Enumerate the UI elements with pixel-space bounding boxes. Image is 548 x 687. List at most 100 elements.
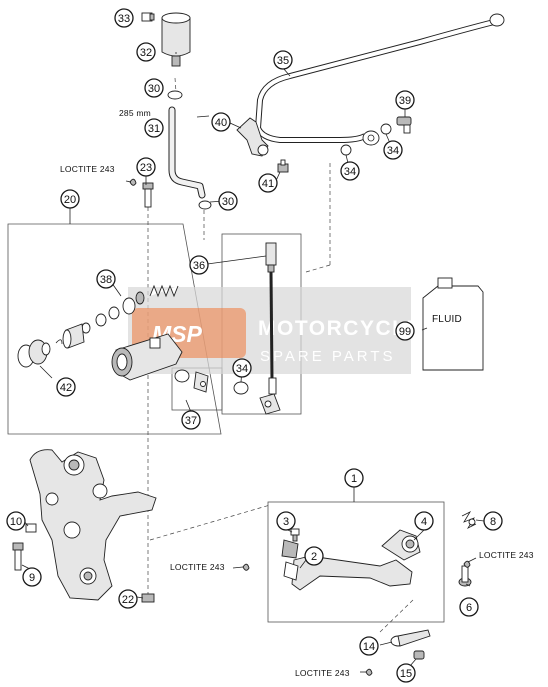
hose-clamp-upper: [167, 90, 183, 100]
callout-9[interactable]: 9: [22, 567, 42, 587]
callout-14[interactable]: 14: [359, 636, 379, 656]
callout-8[interactable]: 8: [483, 511, 503, 531]
callout-37[interactable]: 37: [181, 410, 201, 430]
return-spring: [461, 511, 477, 529]
svg-text:15: 15: [400, 668, 412, 680]
callout-20[interactable]: 20: [60, 189, 80, 209]
loctite-note-top: LOCTITE 243: [60, 164, 115, 174]
svg-text:10: 10: [10, 516, 22, 528]
loctite-drop-top: [129, 178, 137, 186]
push-rod: [259, 242, 281, 415]
loctite-drop-right: [463, 560, 471, 568]
pedal-bushing: [390, 629, 431, 647]
callout-22[interactable]: 22: [118, 589, 138, 609]
callout-23[interactable]: 23: [136, 157, 156, 177]
callout-35[interactable]: 35: [273, 50, 293, 70]
bracket-nut: [141, 593, 155, 603]
callout-4[interactable]: 4: [414, 511, 434, 531]
svg-text:4: 4: [421, 516, 427, 528]
callout-41[interactable]: 41: [258, 173, 278, 193]
svg-text:39: 39: [399, 95, 411, 107]
footrest-bracket: [29, 449, 157, 601]
loctite-drop-bottom: [365, 668, 373, 676]
master-cylinder-body: [111, 333, 183, 381]
banjo-fitting: [236, 117, 269, 157]
svg-text:23: 23: [140, 162, 152, 174]
spring: [149, 284, 179, 298]
brake-pedal: [281, 529, 421, 591]
loctite-note-mid: LOCTITE 243: [170, 562, 225, 572]
callout-15[interactable]: 15: [396, 663, 416, 683]
reservoir-body: [161, 17, 191, 57]
sealing-washer-lower: [233, 381, 249, 395]
guide-line-pedal-link: [149, 504, 271, 541]
svg-text:20: 20: [64, 194, 76, 206]
svg-text:36: 36: [193, 260, 205, 272]
callout-34-lower[interactable]: 34: [232, 358, 252, 378]
svg-text:30: 30: [148, 83, 160, 95]
callout-1[interactable]: 1: [344, 468, 364, 488]
reservoir-cap: [161, 12, 191, 24]
svg-text:34: 34: [236, 363, 248, 375]
bracket-bolt: [12, 542, 24, 571]
watermark-line1: MOTORCYCLE: [258, 317, 422, 340]
svg-text:37: 37: [185, 415, 197, 427]
watermark: MSP MOTORCYCLE SPARE PARTS: [128, 287, 422, 374]
master-cylinder-group-frame: [7, 223, 222, 435]
svg-text:8: 8: [490, 516, 496, 528]
svg-text:38: 38: [100, 274, 112, 286]
callout-39[interactable]: 39: [395, 90, 415, 110]
callout-30-lower[interactable]: 30: [218, 191, 238, 211]
brake-line: [255, 13, 505, 146]
svg-text:33: 33: [118, 13, 130, 25]
svg-text:31: 31: [148, 123, 160, 135]
pedal-pivot-bolt: [458, 565, 472, 587]
guide-line-reservoir: [174, 77, 177, 93]
loctite-drop-mid: [242, 563, 250, 571]
callout-32[interactable]: 32: [136, 42, 156, 62]
svg-text:6: 6: [466, 602, 472, 614]
callout-38[interactable]: 38: [96, 269, 116, 289]
callout-34-mid[interactable]: 34: [340, 161, 360, 181]
leader-lines: [21, 52, 485, 673]
callout-36[interactable]: 36: [189, 255, 209, 275]
svg-text:35: 35: [277, 55, 289, 67]
svg-text:32: 32: [140, 47, 152, 59]
bleeder-screw: [396, 116, 412, 134]
callout-31[interactable]: 31: [144, 118, 164, 138]
svg-text:2: 2: [311, 551, 317, 563]
callout-42[interactable]: 42: [56, 377, 76, 397]
callout-3[interactable]: 3: [276, 511, 296, 531]
callout-10[interactable]: 10: [6, 511, 26, 531]
guide-line-bushing: [379, 597, 416, 633]
bracket-bushing: [25, 523, 37, 533]
callout-30-upper[interactable]: 30: [144, 78, 164, 98]
callout-40[interactable]: 40: [211, 112, 231, 132]
svg-text:22: 22: [122, 594, 134, 606]
callout-33[interactable]: 33: [114, 8, 134, 28]
svg-text:99: 99: [399, 326, 411, 338]
svg-text:1: 1: [351, 473, 357, 485]
pedal-spring-bolt: [290, 528, 300, 542]
callout-6[interactable]: 6: [459, 597, 479, 617]
brake-fluid-bottle: FLUID: [422, 277, 484, 371]
loctite-note-right: LOCTITE 243: [479, 550, 534, 560]
svg-text:34: 34: [344, 166, 356, 178]
svg-text:42: 42: [60, 382, 72, 394]
svg-text:40: 40: [215, 117, 227, 129]
pedal-bolt-lower: [413, 650, 425, 660]
callout-99[interactable]: 99: [395, 321, 415, 341]
guide-line-pushrod: [305, 264, 331, 273]
watermark-line2: SPARE PARTS: [260, 348, 396, 365]
reservoir-screw: [141, 12, 155, 22]
hose-clamp-lower: [198, 200, 212, 210]
sealing-washer-mid: [340, 144, 352, 156]
svg-text:34: 34: [387, 145, 399, 157]
callout-2[interactable]: 2: [304, 546, 324, 566]
dust-boot: [17, 339, 63, 368]
svg-text:9: 9: [29, 572, 35, 584]
reservoir-outlet: [171, 55, 181, 67]
svg-text:3: 3: [283, 516, 289, 528]
callout-34-upper[interactable]: 34: [383, 140, 403, 160]
